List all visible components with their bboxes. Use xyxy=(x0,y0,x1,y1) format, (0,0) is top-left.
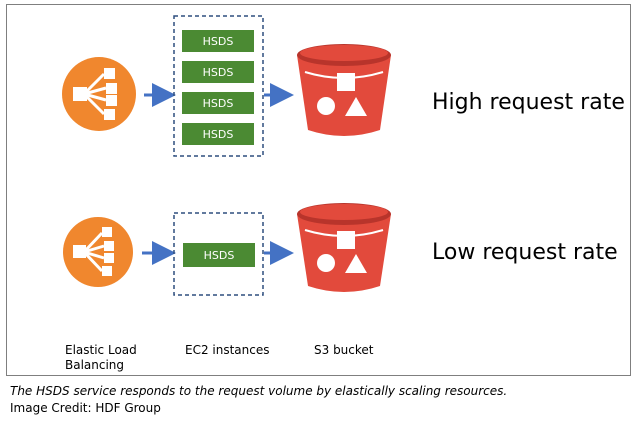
ec2-group-high xyxy=(173,15,264,157)
s3-bucket-icon-high xyxy=(297,44,391,136)
high-request-rate-label: High request rate xyxy=(432,90,625,115)
hsds-instance: HSDS xyxy=(183,243,255,267)
svg-text:HSDS: HSDS xyxy=(203,128,234,141)
svg-text:HSDS: HSDS xyxy=(203,66,234,79)
ec2-group-low xyxy=(173,212,264,296)
figure-caption: The HSDS service responds to the request… xyxy=(10,384,508,398)
hsds-instance: HSDS xyxy=(182,92,254,114)
svg-text:HSDS: HSDS xyxy=(204,249,235,262)
elb-label-line1: Elastic Load xyxy=(65,343,137,357)
hsds-instance: HSDS xyxy=(182,61,254,83)
image-credit: Image Credit: HDF Group xyxy=(10,401,161,415)
svg-text:HSDS: HSDS xyxy=(203,97,234,110)
svg-text:HSDS: HSDS xyxy=(203,35,234,48)
elb-column-label: Elastic Load Balancing xyxy=(65,343,137,373)
low-request-rate-label: Low request rate xyxy=(432,240,618,265)
s3-bucket-icon-low xyxy=(297,203,391,292)
elb-icon-low xyxy=(63,217,133,287)
hsds-instance: HSDS xyxy=(182,30,254,52)
ec2-column-label: EC2 instances xyxy=(185,343,270,357)
elb-icon-high xyxy=(62,57,136,131)
elb-label-line2: Balancing xyxy=(65,358,125,372)
s3-column-label: S3 bucket xyxy=(314,343,374,357)
hsds-instance: HSDS xyxy=(182,123,254,145)
